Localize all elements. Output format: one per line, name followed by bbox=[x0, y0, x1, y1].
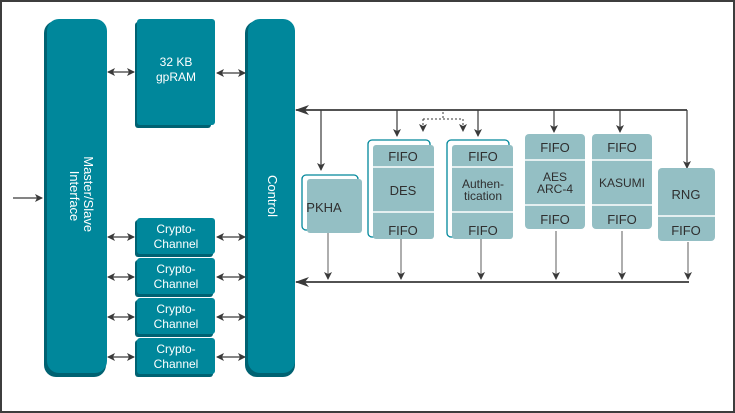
des-block: FIFO DES FIFO bbox=[367, 139, 434, 239]
des-fifo-top: FIFO bbox=[388, 149, 418, 164]
rng-label: RNG bbox=[672, 187, 701, 202]
authentication-block: FIFO Authen- tication FIFO bbox=[446, 139, 513, 239]
aes-arc4-block: FIFO AES ARC-4 FIFO bbox=[525, 134, 585, 229]
crypto-channel-label-line2: Channel bbox=[154, 357, 199, 371]
master-slave-interface-block: Master/Slave Interface bbox=[44, 19, 107, 377]
crypto-channel-block: Crypto-Channel bbox=[135, 338, 215, 377]
kasumi-fifo-bottom: FIFO bbox=[607, 212, 637, 227]
rng-fifo: FIFO bbox=[671, 223, 701, 238]
auth-fifo-top: FIFO bbox=[468, 149, 498, 164]
des-auth-dashed-link bbox=[419, 112, 467, 132]
aes-label-line1: AES bbox=[543, 170, 567, 184]
aes-fifo-bottom: FIFO bbox=[540, 212, 570, 227]
rng-block: RNG FIFO bbox=[658, 168, 715, 241]
crypto-channel-label-line2: Channel bbox=[154, 237, 199, 251]
aes-label-line2: ARC-4 bbox=[537, 182, 573, 196]
crypto-channel-block: Crypto-Channel bbox=[135, 218, 215, 257]
master-slave-label-line1: Master/Slave bbox=[81, 156, 96, 232]
control-block: Control bbox=[245, 19, 295, 377]
aes-fifo-top: FIFO bbox=[540, 140, 570, 155]
auth-label-line2: tication bbox=[464, 189, 502, 203]
pkha-block: PKHA bbox=[301, 174, 362, 233]
auth-fifo-bottom: FIFO bbox=[468, 223, 498, 238]
kasumi-label: KASUMI bbox=[599, 176, 645, 190]
gpram-label-line2: gpRAM bbox=[156, 70, 196, 84]
gpram-label-line1: 32 KB bbox=[160, 55, 193, 69]
kasumi-block: FIFO KASUMI FIFO bbox=[592, 134, 652, 229]
control-label: Control bbox=[265, 175, 280, 217]
des-fifo-bottom: FIFO bbox=[388, 223, 418, 238]
crypto-channel-label-line2: Channel bbox=[154, 277, 199, 291]
master-slave-label-line2: Interface bbox=[67, 171, 82, 222]
pkha-label: PKHA bbox=[306, 200, 342, 215]
crypto-channel-label-line1: Crypto- bbox=[156, 302, 195, 316]
kasumi-fifo-top: FIFO bbox=[607, 140, 637, 155]
crypto-channel-label-line1: Crypto- bbox=[156, 342, 195, 356]
crypto-channel-label-line1: Crypto- bbox=[156, 262, 195, 276]
crypto-channel-label-line2: Channel bbox=[154, 317, 199, 331]
auth-label-line1: Authen- bbox=[462, 177, 504, 191]
svg-text:Master/Slave Interface: Master/Slave Interface bbox=[67, 156, 96, 236]
crypto-channel-block: Crypto-Channel bbox=[135, 258, 215, 297]
des-label: DES bbox=[390, 183, 417, 198]
crypto-channel-label-line1: Crypto- bbox=[156, 222, 195, 236]
crypto-channel-block: Crypto-Channel bbox=[135, 298, 215, 337]
gpram-block: 32 KB gpRAM bbox=[135, 19, 215, 128]
